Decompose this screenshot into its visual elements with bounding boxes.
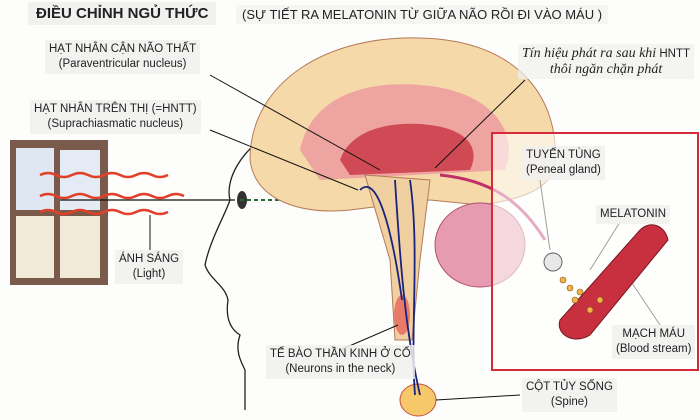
signal-text-2: thôi ngăn chặn phát xyxy=(549,62,663,77)
label-vi: TUYẾN TÙNG xyxy=(526,149,601,161)
label-en: (Neurons in the neck) xyxy=(285,363,396,375)
label-suprachiasmatic: HẠT NHÂN TRÊN THỊ (=HNTT) (Suprachiasmat… xyxy=(30,100,201,134)
signal-abbr: HNTT xyxy=(659,48,691,60)
label-en: (Spine) xyxy=(550,396,588,408)
light-rays xyxy=(39,171,185,216)
label-en: (Peneal gland) xyxy=(526,164,601,176)
label-vi: CỘT TỦY SỐNG xyxy=(526,381,613,393)
label-vi: HẠT NHÂN TRÊN THỊ (=HNTT) xyxy=(34,103,197,115)
blood-vessel xyxy=(558,224,669,340)
label-en: (Suprachiasmatic nucleus) xyxy=(47,118,184,130)
label-en: (Paraventricular nucleus) xyxy=(58,58,187,70)
label-vi: HẠT NHÂN CẬN NÃO THẤT xyxy=(49,43,197,55)
label-pineal: TUYẾN TÙNG (Peneal gland) xyxy=(522,146,605,180)
label-vi: MẠCH MÁU xyxy=(622,328,686,340)
label-melatonin: MELATONIN xyxy=(596,205,671,224)
pineal-gland xyxy=(543,252,563,272)
label-en: (Light) xyxy=(132,268,166,280)
page-subtitle: (SỰ TIẾT RA MELATONIN TỪ GIỮA NÃO RỒI ĐI… xyxy=(236,5,609,24)
label-en: (Blood stream) xyxy=(616,343,692,355)
head-outline xyxy=(204,129,276,410)
label-vi: TẾ BÀO THẦN KINH Ở CỔ xyxy=(270,348,411,360)
thalamus xyxy=(340,123,474,175)
label-light: ÁNH SÁNG (Light) xyxy=(115,250,184,284)
label-blood: MẠCH MÁU (Blood stream) xyxy=(612,325,696,359)
page-title: ĐIỀU CHỈNH NGỦ THỨC xyxy=(28,2,217,25)
label-paraventricular: HẠT NHÂN CẬN NÃO THẤT (Paraventricular n… xyxy=(45,40,201,74)
label-neck-neurons: TẾ BÀO THẦN KINH Ở CỔ (Neurons in the ne… xyxy=(266,345,415,379)
label-spine: CỘT TỦY SỐNG (Spine) xyxy=(522,378,617,412)
melatonin-particles xyxy=(559,276,604,314)
label-vi: ÁNH SÁNG xyxy=(119,253,180,265)
signal-text: Tín hiệu phát ra sau khi xyxy=(522,46,657,61)
label-signal: Tín hiệu phát ra sau khi HNTT thôi ngăn … xyxy=(518,44,695,79)
